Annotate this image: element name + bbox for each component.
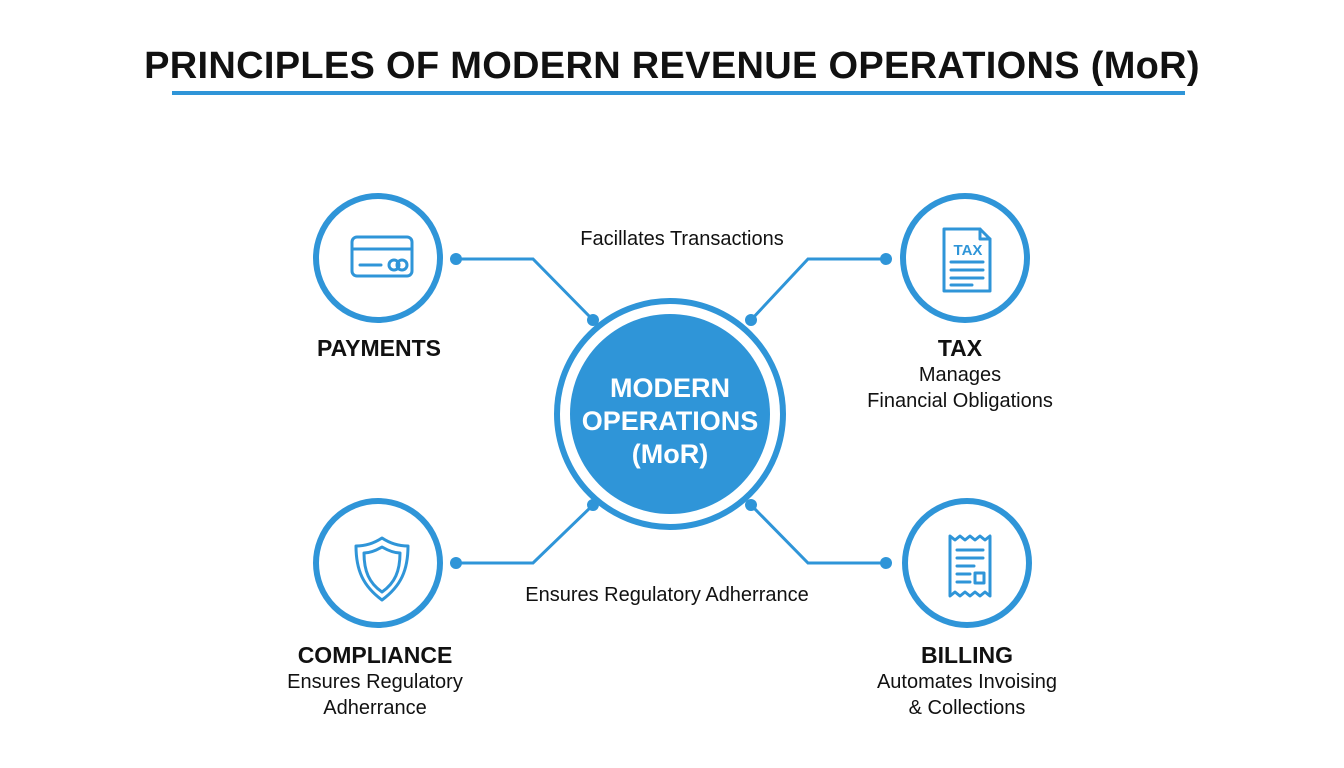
- billing-title: BILLING: [921, 642, 1013, 668]
- compliance-title: COMPLIANCE: [297, 642, 453, 668]
- receipt-icon: [948, 534, 992, 598]
- billing-node: [902, 498, 1032, 628]
- tax-label: TAX Manages Financial Obligations: [840, 334, 1080, 414]
- tax-icon-text: TAX: [954, 242, 983, 259]
- compliance-node: [313, 498, 443, 628]
- connector-dot: [880, 253, 892, 265]
- tax-desc-line2: Financial Obligations: [867, 390, 1053, 412]
- tax-node: TAX: [900, 193, 1030, 323]
- center-label-line3: (MoR): [631, 439, 709, 469]
- connector-dot: [450, 557, 462, 569]
- page-title: PRINCIPLES OF MODERN REVENUE OPERATIONS …: [144, 45, 1200, 87]
- credit-card-icon: [350, 235, 414, 278]
- shield-icon: [354, 536, 410, 602]
- connector-billing: [749, 503, 886, 565]
- center-node: [570, 314, 770, 514]
- tax-desc-line1: Manages: [918, 364, 1002, 386]
- payments-label: PAYMENTS: [259, 334, 499, 362]
- connector-compliance: [456, 503, 595, 565]
- connector-dot: [450, 253, 462, 265]
- payments-title: PAYMENTS: [317, 335, 441, 361]
- center-label-line2: OPERATIONS: [581, 406, 759, 436]
- connector-payments: [456, 257, 595, 322]
- compliance-desc-line2: Adherrance: [323, 697, 427, 719]
- billing-label: BILLING Automates Invoising & Collection…: [832, 641, 1102, 721]
- connector-dot: [880, 557, 892, 569]
- compliance-label: COMPLIANCE Ensures Regulatory Adherrance: [240, 641, 510, 721]
- connector-label-top: Facillates Transactions: [580, 228, 784, 250]
- compliance-desc-line1: Ensures Regulatory: [287, 671, 463, 693]
- connector-dot: [745, 314, 757, 326]
- center-node-label: MODERN OPERATIONS (MoR): [570, 372, 770, 471]
- payments-node: [313, 193, 443, 323]
- connector-tax: [749, 257, 886, 322]
- connector-dot: [745, 499, 757, 511]
- title-underline: [172, 91, 1185, 95]
- connector-label-bottom: Ensures Regulatory Adherrance: [525, 584, 809, 606]
- tax-document-icon: TAX: [942, 227, 992, 293]
- billing-desc-line1: Automates Invoising: [876, 671, 1058, 693]
- center-label-line1: MODERN: [610, 373, 730, 403]
- billing-desc-line2: & Collections: [908, 697, 1026, 719]
- tax-title: TAX: [937, 335, 983, 361]
